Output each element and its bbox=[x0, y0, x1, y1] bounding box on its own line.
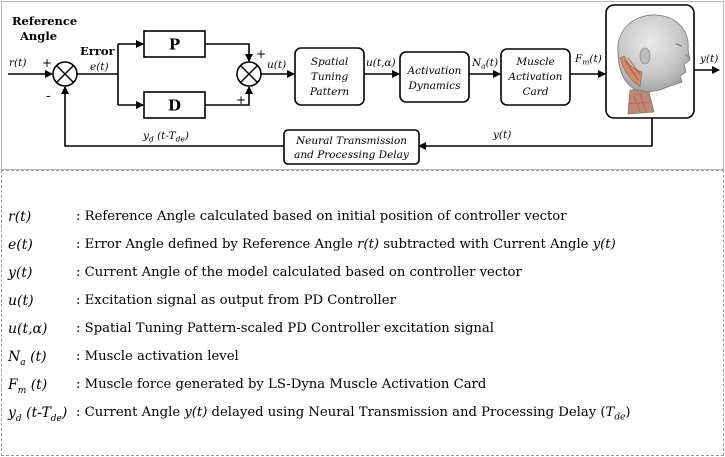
legend-desc-u-alpha: : Spatial Tuning Pattern-scaled PD Contr… bbox=[76, 321, 494, 336]
arrow-feedback-to-delay bbox=[418, 118, 653, 150]
legend-symbol-yd: yd (t-Tde) bbox=[8, 405, 68, 424]
legend-desc-e: : Error Angle defined by Reference Angle… bbox=[76, 237, 616, 252]
d-block-label: D bbox=[168, 97, 181, 115]
neural-delay-block bbox=[283, 129, 420, 165]
legend-desc-yd: : Current Angle y(t) delayed using Neura… bbox=[76, 405, 631, 423]
legend-symbol-na: Na (t) bbox=[8, 349, 47, 368]
signal-yd-label: yd (t-Tde) bbox=[142, 130, 189, 144]
summing-junction-1 bbox=[52, 61, 78, 87]
legend-symbol-fm: Fm (t) bbox=[8, 377, 48, 396]
p-block bbox=[143, 30, 206, 58]
reference-angle-heading-line2: Angle bbox=[19, 29, 57, 43]
delay-label-line1: Neural Transmission bbox=[295, 135, 407, 147]
summer2-plus-bottom: + bbox=[236, 93, 246, 107]
stp-label-line3: Pattern bbox=[309, 86, 350, 98]
error-word-label: Error bbox=[80, 44, 116, 58]
signal-r-label: r(t) bbox=[9, 57, 26, 69]
summer1-minus-sign: - bbox=[46, 88, 51, 104]
legend-desc-y: : Current Angle of the model calculated … bbox=[76, 265, 522, 280]
legend-desc-u: : Excitation signal as output from PD Co… bbox=[76, 293, 396, 308]
signal-y-feedback-label: y(t) bbox=[492, 129, 511, 141]
stp-label-line1: Spatial bbox=[311, 56, 348, 68]
arrow-delay-to-summer bbox=[61, 86, 284, 147]
legend-panel bbox=[1, 170, 724, 456]
legend-symbol-r: r(t) bbox=[8, 209, 32, 225]
summer2-plus-top: + bbox=[256, 47, 266, 61]
mac-label-line1: Muscle bbox=[515, 56, 554, 68]
legend-symbol-u: u(t) bbox=[8, 293, 34, 309]
spatial-tuning-pattern-block bbox=[294, 47, 365, 106]
signal-na-label: Na(t) bbox=[471, 57, 498, 71]
mac-label-line2: Activation bbox=[508, 71, 563, 83]
ad-label-line1: Activation bbox=[407, 65, 462, 77]
signal-u-label: u(t) bbox=[267, 59, 286, 71]
summer1-plus-sign: + bbox=[42, 56, 52, 70]
reference-angle-heading-line1: Reference bbox=[12, 14, 77, 28]
arrow-p-to-summer bbox=[205, 43, 253, 62]
legend-symbol-u-alpha: u(t,α) bbox=[8, 321, 48, 337]
legend-desc-r: : Reference Angle calculated based on in… bbox=[76, 209, 567, 224]
muscle-activation-card-block bbox=[500, 48, 571, 106]
signal-e-label: e(t) bbox=[90, 61, 109, 73]
legend-desc-fm: : Muscle force generated by LS-Dyna Musc… bbox=[76, 377, 487, 392]
activation-dynamics-block bbox=[399, 51, 470, 103]
signal-y-output-label: y(t) bbox=[699, 53, 718, 65]
signal-fm-label: Fm(t) bbox=[574, 53, 602, 67]
legend-desc-na: : Muscle activation level bbox=[76, 349, 239, 364]
d-block bbox=[143, 91, 206, 119]
summing-junction-2 bbox=[236, 61, 262, 87]
legend-symbol-e: e(t) bbox=[8, 237, 33, 253]
head-neck-model-image bbox=[617, 14, 691, 115]
ad-label-line2: Dynamics bbox=[408, 80, 462, 92]
signal-u-alpha-label: u(t,α) bbox=[366, 57, 396, 69]
stp-label-line2: Tuning bbox=[311, 71, 349, 83]
legend-symbol-y: y(t) bbox=[8, 265, 33, 281]
delay-label-line2: and Processing Delay bbox=[294, 149, 410, 161]
arrow-d-to-summer bbox=[205, 86, 253, 106]
p-block-label: P bbox=[169, 36, 180, 54]
mac-label-line3: Card bbox=[522, 86, 548, 98]
block-diagram-panel bbox=[1, 1, 724, 170]
block-diagram: Reference Angle r(t) + - Error e(t) P D … bbox=[8, 4, 720, 165]
